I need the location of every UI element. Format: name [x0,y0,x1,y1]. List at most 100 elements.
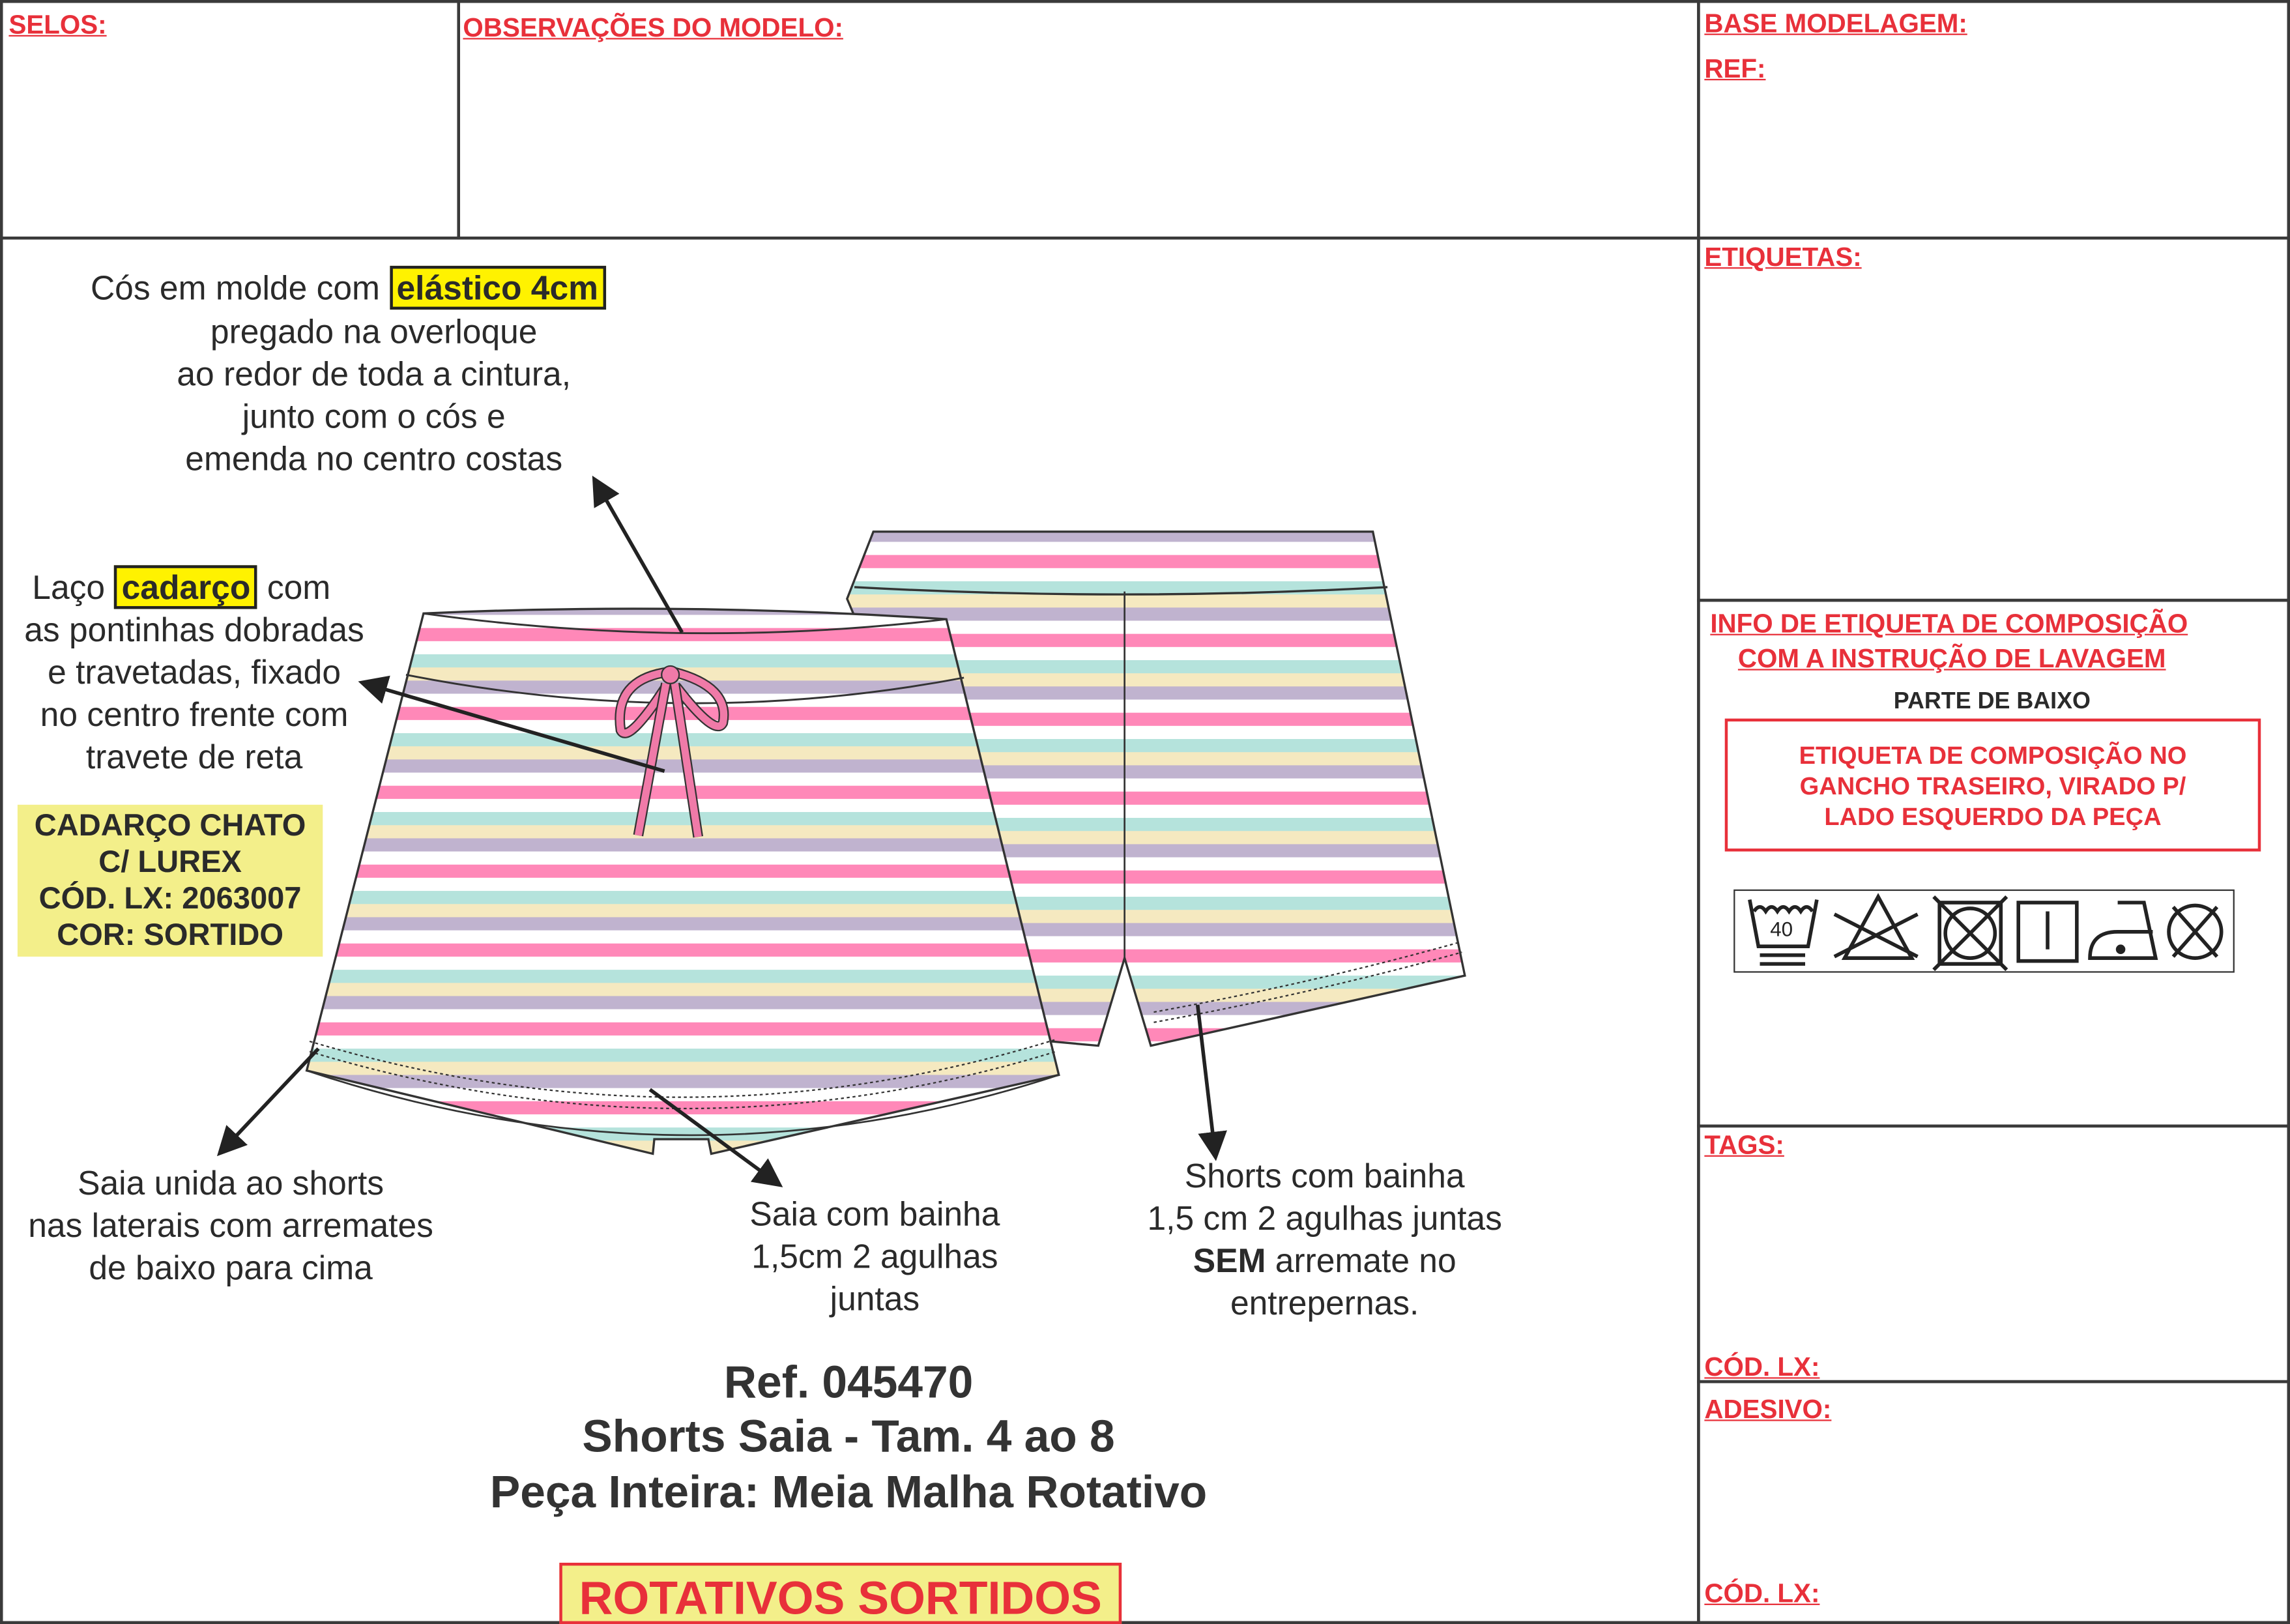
stripe [306,1009,1059,1023]
svg-text:40: 40 [1770,918,1793,941]
stripe [847,778,1465,792]
info-line1: INFO DE ETIQUETA DE COMPOSIÇÃO [1710,609,2188,639]
stripe [847,752,1465,766]
product-fabric: Peça Inteira: Meia Malha Rotativo [489,1466,1208,1518]
cod-lx-tags: CÓD. LX: [1704,1352,1820,1382]
product-ref: Ref. 045470 [723,1356,974,1408]
annotation-saia-unida: Saia unida ao shorts nas laterais com ar… [0,1163,461,1290]
wash-40-gentle-icon: 40 [1748,899,1819,966]
etiqueta-line: ETIQUETA DE COMPOSIÇÃO NO [1799,742,2187,770]
skirt-hem-stitch [309,1039,1056,1110]
front-skirt-outline [305,607,1060,1155]
stripe [847,646,1465,661]
stripe [306,877,1059,892]
stripe [847,594,1465,609]
stripe [847,712,1465,727]
tags-label: TAGS: [1704,1130,1784,1160]
stripe [306,785,1059,800]
stripe [306,641,1059,656]
cos-line: pregado na overloque [210,312,538,351]
stripe [847,738,1465,753]
cod-lx-adesivo: CÓD. LX: [1704,1578,1820,1608]
laco-line: as pontinhas dobradas [24,610,364,649]
line-dry-icon [2016,901,2079,963]
stripe [306,812,1059,826]
cos-pre: Cós em molde com [90,268,380,307]
stripe [847,531,1465,543]
back-hem-stitch [1153,941,1462,1023]
cadarco-note: CADARÇO CHATO C/ LUREX CÓD. LX: 2063007 … [17,804,323,957]
stripe [847,673,1465,688]
shorts-under-hem [306,1069,1060,1137]
saia-unida-line: nas laterais com arremates [28,1206,433,1245]
shorts-bainha-line: SEM arremate no [1117,1240,1531,1283]
cadarco-line: C/ LUREX [98,845,242,880]
product-name: Shorts Saia - Tam. 4 ao 8 [582,1410,1115,1462]
laco-highlight: cadarço [114,565,258,609]
drawstring-bow-icon [615,665,729,838]
base-modelagem-label: BASE MODELAGEM: [1704,8,1967,38]
stripe [306,772,1059,787]
saia-bainha-line: Saia com bainha [749,1195,1000,1233]
stripe [306,891,1059,905]
stripe [847,765,1465,779]
stripe [306,1140,1059,1154]
no-tumble-dry-icon [1932,895,2008,972]
stripe [306,1022,1059,1037]
stripe [306,615,1059,629]
waist-top-line [423,612,947,635]
saia-unida-line: de baixo para cima [89,1249,373,1287]
arrow-waistband [592,475,684,633]
annotation-laco-lines: as pontinhas dobradas e travetadas, fixa… [0,609,388,779]
stripe [306,904,1059,918]
stripe [306,1049,1059,1063]
laco-line: e travetadas, fixado [48,652,341,691]
stripe [847,818,1465,832]
stripe [847,620,1465,635]
etiqueta-line: LADO ESQUERDO DA PEÇA [1824,803,2162,832]
cadarco-line: COR: SORTIDO [57,918,283,953]
back-waistband-seam [854,586,1388,596]
care-symbols: 40 [1733,889,2235,973]
annotation-cos-lines: pregado na overloque ao redor de toda a … [117,311,631,480]
arrow-bow [358,675,665,773]
arrow-skirt-hem [648,1088,783,1187]
cos-line: ao redor de toda a cintura, [177,355,572,393]
stripe [306,654,1059,669]
observacoes-label: OBSERVAÇÕES DO MODELO: [463,13,843,42]
saia-unida-line: Saia unida ao shorts [78,1164,384,1202]
ref-label: REF: [1704,53,1766,83]
stripe [847,568,1465,583]
stripe [847,686,1465,701]
adesivo-label: ADESIVO: [1704,1395,1832,1425]
stripe [306,628,1059,642]
stripe [306,798,1059,813]
callout-arrows [216,475,1227,1187]
shorts-bainha-line: Shorts com bainha [1184,1156,1465,1195]
shorts-bainha-line: entrepernas. [1230,1283,1419,1322]
laco-line: no centro frente com [40,695,349,734]
annotation-cos: Cós em molde com elástico 4cm [90,265,606,310]
stripe [847,607,1465,622]
laco-post: com [267,568,331,607]
annotation-shorts-bainha: Shorts com bainha 1,5 cm 2 agulhas junta… [1117,1155,1531,1325]
stripe [306,838,1059,852]
stripe [306,825,1059,839]
parte-de-baixo: PARTE DE BAIXO [1893,689,2091,714]
info-cell [1697,598,2290,1128]
stripe [847,542,1465,556]
stripe [306,1035,1059,1050]
cos-line: junto com o cós e [242,397,506,435]
stripe [306,996,1059,1010]
stripe [847,725,1465,740]
etiqueta-box: ETIQUETA DE COMPOSIÇÃO NO GANCHO TRASEIR… [1724,718,2261,852]
no-bleach-icon [1833,893,1919,960]
stripe [847,555,1465,569]
cadarco-line: CADARÇO CHATO [34,809,306,843]
stripe [306,917,1059,931]
shorts-bainha-line: 1,5 cm 2 agulhas juntas [1147,1198,1502,1238]
iron-low-icon [2088,901,2158,960]
stripe [847,633,1465,648]
care-symbols-svg: 40 [1748,893,2224,972]
